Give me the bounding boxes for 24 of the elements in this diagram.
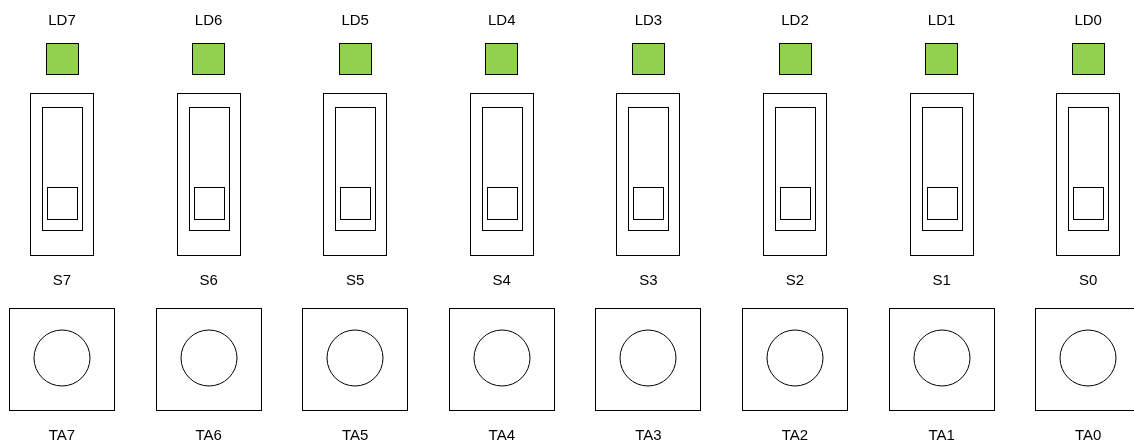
- led-label: LD1: [927, 11, 956, 29]
- led-label: LD0: [1074, 11, 1102, 29]
- led-label: LD4: [488, 11, 516, 29]
- button-label: TA6: [195, 426, 222, 444]
- switch-label: S7: [52, 271, 72, 289]
- led-label: LD3: [634, 11, 663, 29]
- switch-label: S5: [346, 271, 365, 289]
- led-label: LD2: [781, 11, 809, 29]
- button-label: TA2: [781, 426, 809, 444]
- led-label: LD6: [194, 11, 223, 29]
- switch-label: S6: [199, 271, 218, 289]
- button-label: TA7: [48, 426, 76, 444]
- button-label: TA3: [635, 426, 662, 444]
- button-label: TA1: [928, 426, 955, 444]
- switch-label: S0: [1079, 271, 1098, 289]
- button-label: TA5: [342, 426, 369, 444]
- led-label: LD5: [341, 11, 369, 29]
- switch-label: S3: [639, 271, 658, 289]
- switch-label: S1: [932, 271, 951, 289]
- switch-label: S4: [492, 271, 511, 289]
- switch-label: S2: [785, 271, 805, 289]
- led-label: LD7: [48, 11, 76, 29]
- button-label: TA4: [488, 426, 515, 444]
- button-label: TA0: [1075, 426, 1102, 444]
